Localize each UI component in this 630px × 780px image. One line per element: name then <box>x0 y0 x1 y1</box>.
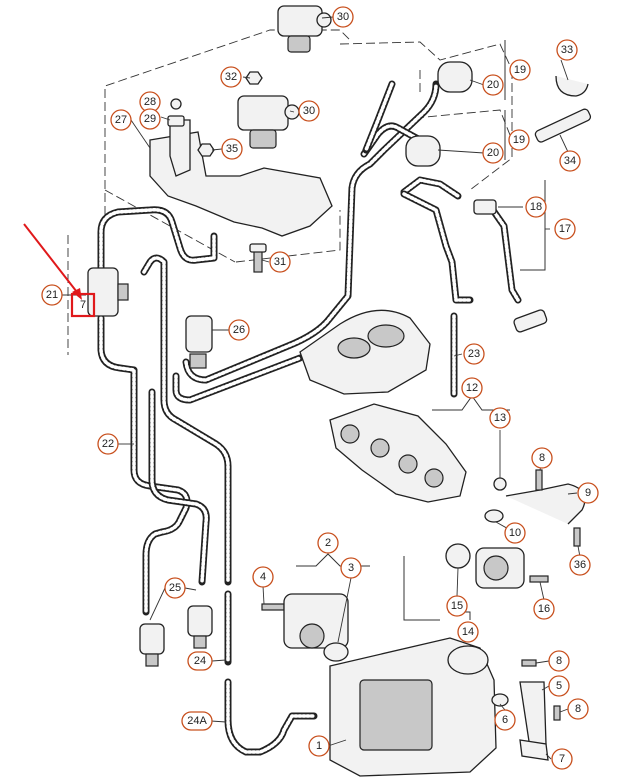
svg-text:28: 28 <box>144 96 156 108</box>
svg-text:10: 10 <box>509 527 521 539</box>
svg-text:24A: 24A <box>187 715 207 727</box>
svg-text:30: 30 <box>337 11 349 23</box>
callout-12: 12 <box>461 377 483 399</box>
svg-text:20: 20 <box>487 147 499 159</box>
svg-text:16: 16 <box>538 603 550 615</box>
part-callouts: 30 33 19 20 32 28 29 27 30 19 35 20 34 1… <box>41 6 599 770</box>
callout-8-lower: 8 <box>567 698 589 720</box>
callout-14: 14 <box>457 621 479 643</box>
svg-text:3: 3 <box>348 562 354 574</box>
svg-text:4: 4 <box>260 571 266 583</box>
callout-19-lower: 19 <box>508 129 530 151</box>
svg-text:36: 36 <box>574 559 586 571</box>
callout-7-highlighted: 7 <box>80 299 86 311</box>
svg-text:6: 6 <box>502 714 508 726</box>
svg-text:18: 18 <box>530 201 542 213</box>
callout-20-lower: 20 <box>482 142 504 164</box>
callout-15: 15 <box>446 595 468 617</box>
callout-8-middle: 8 <box>548 650 570 672</box>
callout-25: 25 <box>164 577 186 599</box>
svg-text:12: 12 <box>466 382 478 394</box>
svg-text:20: 20 <box>487 79 499 91</box>
svg-text:32: 32 <box>225 71 237 83</box>
callout-24: 24 <box>187 651 213 671</box>
svg-text:7: 7 <box>559 753 565 765</box>
svg-text:33: 33 <box>561 44 573 56</box>
callout-23: 23 <box>463 343 485 365</box>
callout-19-upper: 19 <box>509 59 531 81</box>
callout-34: 34 <box>559 150 581 172</box>
highlight-box-part-7 <box>70 292 96 318</box>
callout-27: 27 <box>110 109 132 131</box>
svg-text:5: 5 <box>556 680 562 692</box>
svg-text:21: 21 <box>46 289 58 301</box>
svg-text:9: 9 <box>585 487 591 499</box>
parts <box>87 5 592 777</box>
svg-text:25: 25 <box>169 582 181 594</box>
svg-text:31: 31 <box>274 256 286 268</box>
callout-8-upper: 8 <box>531 447 553 469</box>
callout-31: 31 <box>269 251 291 273</box>
svg-text:1: 1 <box>316 740 322 752</box>
callout-9: 9 <box>577 482 599 504</box>
callout-13: 13 <box>489 407 511 429</box>
callout-10: 10 <box>504 522 526 544</box>
callout-30-middle: 30 <box>298 100 320 122</box>
svg-text:34: 34 <box>564 155 576 167</box>
callout-28: 28 <box>139 91 161 113</box>
callout-33: 33 <box>556 39 578 61</box>
svg-text:14: 14 <box>462 626 474 638</box>
svg-text:8: 8 <box>575 703 581 715</box>
callout-29: 29 <box>139 108 161 130</box>
callout-5: 5 <box>548 675 570 697</box>
callout-22: 22 <box>97 433 119 455</box>
callout-36: 36 <box>569 554 591 576</box>
callout-2: 2 <box>317 532 339 554</box>
vacuum-hoses <box>97 80 522 756</box>
svg-text:35: 35 <box>226 143 238 155</box>
svg-text:8: 8 <box>539 452 545 464</box>
svg-text:17: 17 <box>559 223 571 235</box>
callout-17: 17 <box>554 218 576 240</box>
callout-6: 6 <box>494 709 516 731</box>
callout-32: 32 <box>220 66 242 88</box>
svg-text:19: 19 <box>513 134 525 146</box>
svg-text:2: 2 <box>325 537 331 549</box>
svg-text:23: 23 <box>468 348 480 360</box>
svg-text:29: 29 <box>144 113 156 125</box>
svg-text:24: 24 <box>194 655 206 667</box>
callout-20-upper: 20 <box>482 74 504 96</box>
svg-text:13: 13 <box>494 412 506 424</box>
callout-35: 35 <box>221 138 243 160</box>
svg-text:19: 19 <box>514 64 526 76</box>
callout-26: 26 <box>228 319 250 341</box>
svg-text:15: 15 <box>451 600 463 612</box>
callout-16: 16 <box>533 598 555 620</box>
callout-4: 4 <box>252 566 274 588</box>
svg-text:22: 22 <box>102 438 114 450</box>
callout-21: 21 <box>41 284 63 306</box>
svg-text:27: 27 <box>115 114 127 126</box>
callout-1: 1 <box>308 735 330 757</box>
callout-7-bottom: 7 <box>551 748 573 770</box>
svg-text:8: 8 <box>556 655 562 667</box>
callout-3: 3 <box>340 557 362 579</box>
callout-18: 18 <box>525 196 547 218</box>
svg-text:26: 26 <box>233 324 245 336</box>
svg-text:30: 30 <box>303 105 315 117</box>
svg-text:7: 7 <box>80 299 86 311</box>
callout-24a: 24A <box>181 711 213 731</box>
callout-30-top: 30 <box>332 6 354 28</box>
